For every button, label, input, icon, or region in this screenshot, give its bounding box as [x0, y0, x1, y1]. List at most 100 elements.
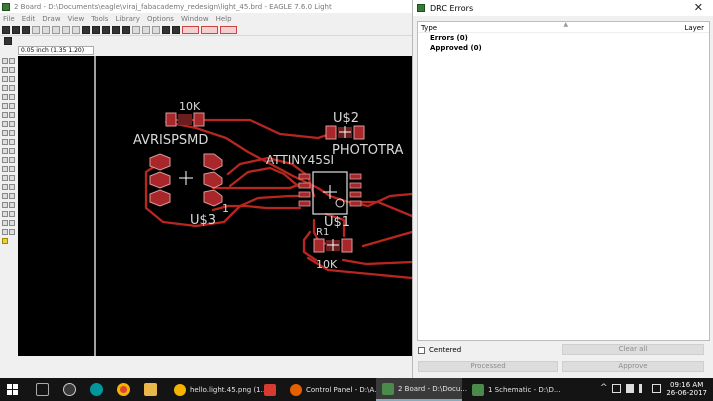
undo-icon[interactable]	[132, 25, 140, 34]
zoom-out-icon[interactable]	[102, 25, 110, 34]
volume-icon[interactable]	[639, 384, 647, 393]
menu-draw[interactable]: Draw	[42, 14, 61, 23]
paste-tool-icon[interactable]	[2, 103, 8, 109]
autorouter-tool-icon[interactable]	[2, 220, 8, 226]
grid-icon[interactable]	[4, 37, 12, 45]
arc-tool-icon[interactable]	[9, 175, 15, 181]
processed-button[interactable]: Processed	[418, 361, 558, 372]
board-drawing[interactable]: 10K AVRISPSMD U$2 PHOTOTRA ATTINY45SI U$…	[18, 56, 412, 356]
pcb-order-icon[interactable]	[201, 25, 218, 34]
phototransistor-u2[interactable]	[325, 125, 365, 140]
erc-tool-icon[interactable]	[9, 220, 15, 226]
drc-tool-icon[interactable]	[2, 229, 8, 235]
file-explorer-icon[interactable]	[144, 383, 157, 396]
optimize-tool-icon[interactable]	[9, 148, 15, 154]
ripup-tool-icon[interactable]	[9, 157, 15, 163]
move-tool-icon[interactable]	[2, 76, 8, 82]
display-tool-icon[interactable]	[2, 67, 8, 73]
clear-all-button[interactable]: Clear all	[562, 344, 704, 355]
menu-options[interactable]: Options	[146, 14, 174, 23]
eagle-title-bar[interactable]: 2 Board - D:\Documents\eagle\viraj_fabac…	[0, 0, 412, 13]
info-tool-icon[interactable]	[2, 58, 8, 64]
zoom-area-icon[interactable]	[122, 25, 130, 34]
go-icon[interactable]	[162, 25, 170, 34]
board-canvas[interactable]: 10K AVRISPSMD U$2 PHOTOTRA ATTINY45SI U$…	[18, 56, 412, 356]
route-tool-icon[interactable]	[2, 157, 8, 163]
add-tool-icon[interactable]	[2, 112, 8, 118]
redo-icon[interactable]	[142, 25, 150, 34]
cortana-icon[interactable]	[63, 383, 76, 396]
windows-start-icon[interactable]	[7, 384, 18, 395]
keyboard-icon[interactable]	[652, 384, 661, 393]
menu-window[interactable]: Window	[180, 14, 209, 23]
tray-clock[interactable]: 09:16 AM 26-06-2017	[666, 381, 707, 397]
task-view-icon[interactable]	[36, 383, 49, 396]
resistor-r1[interactable]	[313, 238, 353, 253]
text-tool-icon[interactable]	[9, 166, 15, 172]
taskbar-app-control-panel[interactable]: Control Panel - D:\A...	[284, 378, 381, 401]
help-icon[interactable]	[172, 25, 180, 34]
name-tool-icon[interactable]	[2, 130, 8, 136]
attribute-tool-icon[interactable]	[9, 202, 15, 208]
taskbar-app-autodesk[interactable]	[258, 378, 282, 401]
chrome-icon[interactable]	[117, 383, 130, 396]
taskbar-app-schematic[interactable]: 1 Schematic - D:\D...	[466, 378, 561, 401]
close-icon[interactable]: ✕	[693, 1, 703, 14]
mark-tool-icon[interactable]	[9, 67, 15, 73]
arduino-icon[interactable]	[90, 383, 103, 396]
menu-tools[interactable]: Tools	[91, 14, 109, 23]
hole-tool-icon[interactable]	[2, 202, 8, 208]
zoom-in-icon[interactable]	[92, 25, 100, 34]
delete-tool-icon[interactable]	[9, 103, 15, 109]
zoom-redraw-icon[interactable]	[112, 25, 120, 34]
menu-help[interactable]: Help	[215, 14, 232, 23]
approved-node[interactable]: Approved (0)	[430, 44, 482, 52]
show-tool-icon[interactable]	[9, 58, 15, 64]
replace-tool-icon[interactable]	[9, 121, 15, 127]
schematic-icon[interactable]	[52, 25, 60, 34]
zoom-fit-icon[interactable]	[82, 25, 90, 34]
drc-title-bar[interactable]: DRC Errors ✕	[413, 0, 713, 16]
ulp-icon[interactable]	[72, 25, 80, 34]
open-icon[interactable]	[2, 25, 10, 34]
dimension-tool-icon[interactable]	[2, 211, 8, 217]
errors-tool-icon[interactable]	[9, 229, 15, 235]
taskbar-app-chrome-image[interactable]: hello.light.45.png (1...	[168, 378, 267, 401]
errors-node[interactable]: Errors (0)	[430, 34, 468, 42]
column-layer[interactable]: Layer	[684, 24, 704, 32]
lock-tool-icon[interactable]	[2, 121, 8, 127]
attiny45-chip[interactable]	[298, 171, 362, 215]
mirror-tool-icon[interactable]	[2, 85, 8, 91]
board-icon[interactable]	[42, 25, 50, 34]
value-tool-icon[interactable]	[9, 130, 15, 136]
centered-checkbox[interactable]	[418, 346, 425, 354]
menu-edit[interactable]: Edit	[21, 14, 36, 23]
stop-icon[interactable]	[152, 25, 160, 34]
print-icon[interactable]	[22, 25, 30, 34]
cam-icon[interactable]	[32, 25, 40, 34]
script-icon[interactable]	[62, 25, 70, 34]
polygon-tool-icon[interactable]	[9, 184, 15, 190]
group-tool-icon[interactable]	[2, 94, 8, 100]
tray-chevron-icon[interactable]: ^	[600, 383, 608, 393]
split-tool-icon[interactable]	[2, 148, 8, 154]
ratsnest-tool-icon[interactable]	[9, 211, 15, 217]
miter-tool-icon[interactable]	[9, 139, 15, 145]
menu-file[interactable]: File	[3, 14, 15, 23]
circle-tool-icon[interactable]	[2, 175, 8, 181]
pcb-service-icon[interactable]	[182, 25, 199, 34]
resistor-10k-top[interactable]	[165, 112, 205, 127]
warning-tool-icon[interactable]	[2, 238, 8, 244]
taskbar-app-board[interactable]: 2 Board - D:\Docu...	[376, 378, 467, 401]
drc-error-list[interactable]: Type ▲ Layer Errors (0) Approved (0)	[417, 21, 710, 341]
menu-view[interactable]: View	[67, 14, 85, 23]
save-icon[interactable]	[12, 25, 20, 34]
rotate-tool-icon[interactable]	[9, 85, 15, 91]
approve-button[interactable]: Approve	[562, 361, 704, 372]
change-tool-icon[interactable]	[9, 94, 15, 100]
rect-tool-icon[interactable]	[2, 184, 8, 190]
copy-tool-icon[interactable]	[9, 76, 15, 82]
signal-tool-icon[interactable]	[9, 193, 15, 199]
column-type[interactable]: Type	[421, 24, 438, 32]
network-icon[interactable]	[612, 384, 621, 393]
